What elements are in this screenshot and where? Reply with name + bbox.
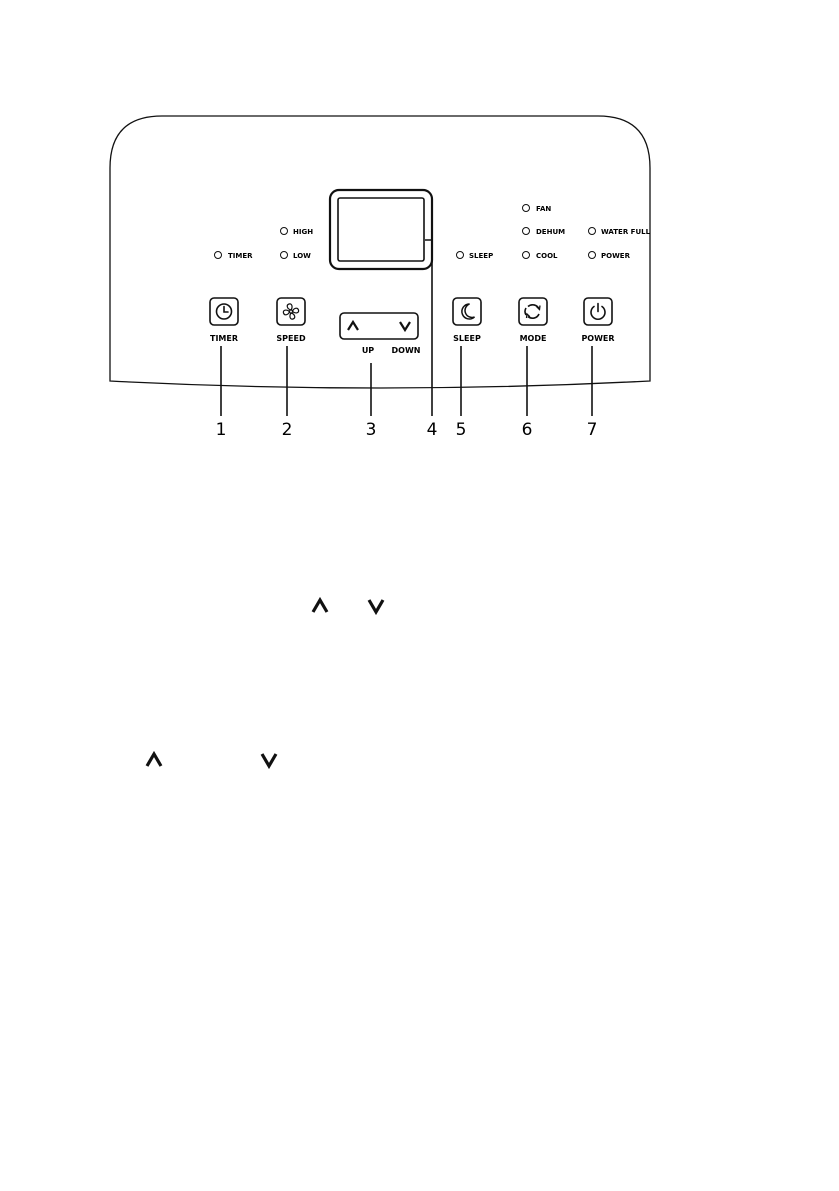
callout-6: 6 [522,420,533,440]
sleep-button-label: SLEEP [453,334,481,343]
fan-indicator-label: FAN [536,205,551,213]
low-led [280,251,288,259]
up-arrow-icon[interactable] [347,319,359,331]
up-down-rocker[interactable] [339,312,419,340]
high-indicator-label: HIGH [293,228,313,236]
down-arrow-icon [260,753,278,770]
up-button-label: UP [362,346,374,355]
power-led [588,251,596,259]
callout-2: 2 [282,420,293,440]
sleep-led [456,251,464,259]
callout-1: 1 [216,420,227,440]
display-outer-frame [328,188,434,271]
sleep-button[interactable] [452,297,482,326]
fan-led [522,204,530,212]
leader-4 [425,239,433,416]
clock-icon [215,303,233,320]
speed-button-label: SPEED [276,334,306,343]
up-arrow-icon [145,750,163,767]
display-screen [337,197,425,262]
panel-outline [109,115,651,389]
water-full-led [588,227,596,235]
callout-5: 5 [456,420,467,440]
dehum-led [522,227,530,235]
down-arrow-icon [367,599,385,616]
callout-3: 3 [366,420,377,440]
timer-button[interactable] [209,297,239,326]
water-full-indicator-label: WATER FULL [601,228,651,236]
down-arrow-icon[interactable] [399,321,411,333]
up-arrow-icon [311,596,329,613]
dehum-indicator-label: DEHUM [536,228,565,236]
mode-button[interactable] [518,297,548,326]
cycle-icon [524,304,541,319]
callout-7: 7 [587,420,598,440]
timer-button-label: TIMER [210,334,238,343]
timer-led [214,251,222,259]
cool-indicator-label: COOL [536,252,558,260]
cool-led [522,251,530,259]
mode-button-label: MODE [520,334,547,343]
moon-icon [461,303,476,320]
timer-indicator-label: TIMER [228,252,253,260]
power-icon [590,302,606,320]
sleep-indicator-label: SLEEP [469,252,493,260]
speed-button[interactable] [276,297,306,326]
down-button-label: DOWN [392,346,421,355]
low-indicator-label: LOW [293,252,311,260]
power-button-label: POWER [581,334,614,343]
high-led [280,227,288,235]
power-button[interactable] [583,297,613,326]
power-indicator-label: POWER [601,252,631,260]
callout-leaders [220,239,593,416]
callout-4: 4 [427,420,438,440]
fan-icon [282,303,300,320]
